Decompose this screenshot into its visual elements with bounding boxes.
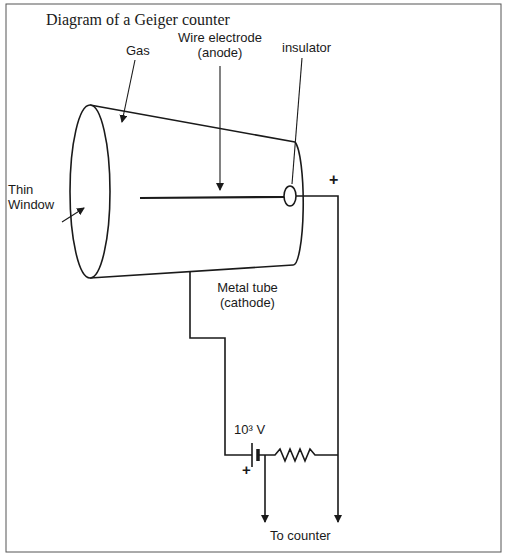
frame-border — [6, 4, 501, 552]
battery-plate-long — [251, 443, 253, 467]
resistor-symbol — [258, 449, 338, 461]
part-label: Thin Window — [8, 182, 63, 212]
diagram-title: Diagram of a Geiger counter — [46, 12, 230, 27]
insulator-symbol — [284, 186, 296, 206]
part-label: Wire electrode (anode) — [170, 30, 270, 60]
part-label: Metal tube (cathode) — [205, 280, 290, 310]
output-label: To counter — [270, 528, 331, 543]
insulator-leader — [292, 58, 302, 184]
voltage-label: 10³ V — [234, 422, 265, 437]
tube-bottom-edge — [90, 265, 293, 278]
part-label: Gas — [126, 43, 150, 58]
anode-wire — [140, 197, 284, 198]
tube-top-edge — [90, 105, 295, 142]
gas-leader — [122, 60, 135, 122]
anode-leader — [219, 66, 220, 190]
polarity-sign: + — [329, 172, 338, 187]
part-label: insulator — [282, 40, 331, 55]
polarity-sign: + — [242, 462, 251, 477]
anode-lead — [296, 196, 338, 522]
counter-lead — [264, 455, 266, 522]
thin-window-end — [70, 105, 110, 278]
window-leader — [62, 208, 84, 222]
